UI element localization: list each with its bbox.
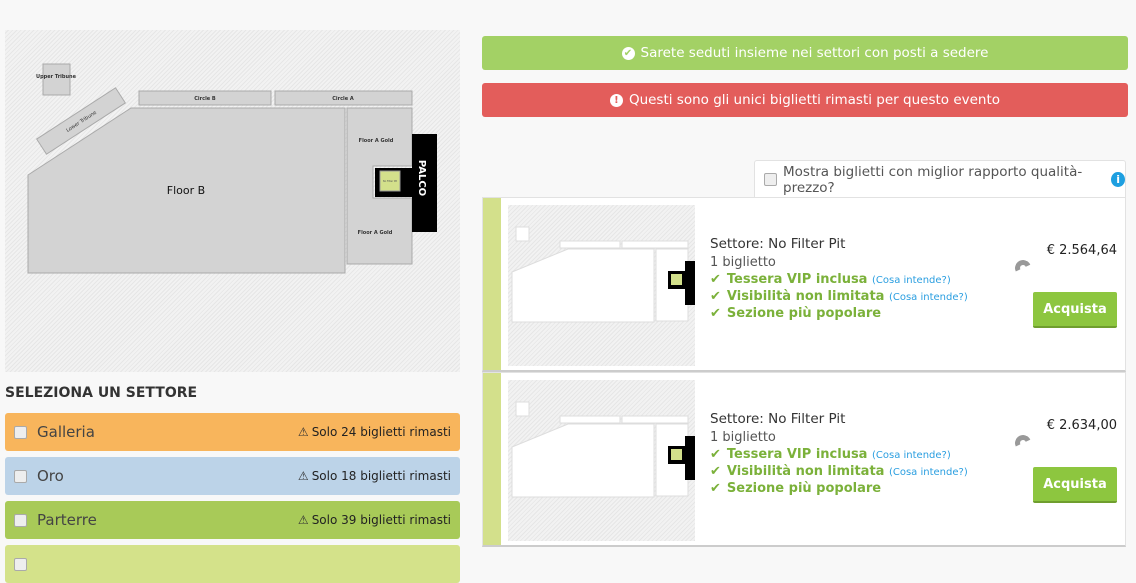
- listing-card: Settore: No Filter Pit 1 biglietto ✔Tess…: [482, 372, 1126, 547]
- what-does-it-mean-link[interactable]: (Cosa intende?): [888, 292, 968, 303]
- section-upper-tribune[interactable]: Upper Tribune: [36, 63, 77, 96]
- checkbox[interactable]: [14, 469, 27, 483]
- section-lower-tribune[interactable]: Lower Tribune: [35, 87, 127, 155]
- check-icon: ✔: [710, 481, 721, 496]
- sector-oro[interactable]: Oro⚠Solo 18 biglietti rimasti: [5, 457, 460, 495]
- svg-text:Floor A Gold: Floor A Gold: [359, 138, 394, 144]
- warning-icon: ⚠: [297, 513, 309, 527]
- what-does-it-mean-link[interactable]: (Cosa intende?): [872, 275, 951, 286]
- svg-text:Circle B: Circle B: [194, 96, 216, 102]
- listing-card: Settore: No Filter Pit 1 biglietto ✔Tess…: [482, 197, 1126, 372]
- warning-icon: ⚠: [297, 425, 309, 439]
- listing-price: € 2.634,00: [1046, 418, 1117, 433]
- venue-map: Upper Tribune Lower Tribune Circle B Cir…: [5, 30, 460, 372]
- sector-parterre[interactable]: Parterre⚠Solo 39 biglietti rimasti: [5, 501, 460, 539]
- loading-spinner-icon: [1012, 432, 1034, 454]
- sector-galleria[interactable]: Galleria⚠Solo 24 biglietti rimasti: [5, 413, 460, 451]
- feature-vip: ✔Tessera VIP inclusa (Cosa intende?): [710, 447, 951, 462]
- sector-heading: SELEZIONA UN SETTORE: [5, 385, 198, 401]
- sector-color-stripe: [483, 198, 501, 370]
- svg-text:Floor B: Floor B: [167, 184, 205, 197]
- info-icon[interactable]: i: [1111, 172, 1125, 187]
- check-circle-icon: ✔: [621, 46, 635, 60]
- buy-button[interactable]: Acquista: [1033, 292, 1117, 328]
- check-icon: ✔: [710, 306, 721, 321]
- seated-together-banner: ✔Sarete seduti insieme nei settori con p…: [482, 36, 1128, 70]
- exclamation-circle-icon: !: [609, 93, 623, 107]
- svg-text:No Filter Pit: No Filter Pit: [383, 179, 397, 183]
- listing-sector: Settore: No Filter Pit: [710, 236, 846, 252]
- listing-price: € 2.564,64: [1046, 243, 1117, 258]
- best-value-checkbox[interactable]: [764, 173, 777, 186]
- listing-sector: Settore: No Filter Pit: [710, 411, 846, 427]
- check-icon: ✔: [710, 447, 721, 462]
- buy-button[interactable]: Acquista: [1033, 467, 1117, 503]
- svg-text:Floor A Gold: Floor A Gold: [358, 230, 393, 236]
- feature-visibility: ✔Visibilità non limitata (Cosa intende?): [710, 289, 968, 304]
- sector-color-stripe: [483, 373, 501, 545]
- feature-vip: ✔Tessera VIP inclusa (Cosa intende?): [710, 272, 951, 287]
- check-icon: ✔: [710, 289, 721, 304]
- section-floor-b[interactable]: Floor B: [27, 107, 346, 274]
- section-floor-a-gold[interactable]: Floor A Gold Floor A Gold: [346, 107, 413, 265]
- section-circle-a[interactable]: Circle A: [274, 90, 413, 106]
- feature-visibility: ✔Visibilità non limitata (Cosa intende?): [710, 464, 968, 479]
- checkbox[interactable]: [14, 425, 27, 439]
- listing-map-thumbnail: [508, 380, 695, 541]
- checkbox[interactable]: [14, 557, 27, 571]
- feature-popular: ✔Sezione più popolare: [710, 481, 882, 496]
- checkbox[interactable]: [14, 513, 27, 527]
- listing-quantity: 1 biglietto: [710, 430, 776, 445]
- what-does-it-mean-link[interactable]: (Cosa intende?): [888, 467, 968, 478]
- svg-text:PALCO: PALCO: [416, 160, 427, 196]
- what-does-it-mean-link[interactable]: (Cosa intende?): [872, 450, 951, 461]
- sector-item-4[interactable]: [5, 545, 460, 583]
- last-tickets-banner: !Questi sono gli unici biglietti rimasti…: [482, 83, 1128, 117]
- listing-map-thumbnail: [508, 205, 695, 366]
- svg-text:Upper Tribune: Upper Tribune: [36, 74, 77, 80]
- warning-icon: ⚠: [297, 469, 309, 483]
- check-icon: ✔: [710, 464, 721, 479]
- section-circle-b[interactable]: Circle B: [138, 90, 272, 106]
- section-no-filter-pit[interactable]: No Filter Pit: [379, 170, 401, 192]
- feature-popular: ✔Sezione più popolare: [710, 306, 882, 321]
- listing-quantity: 1 biglietto: [710, 255, 776, 270]
- check-icon: ✔: [710, 272, 721, 287]
- loading-spinner-icon: [1012, 257, 1034, 279]
- svg-text:Circle A: Circle A: [332, 96, 354, 102]
- best-value-toggle[interactable]: Mostra biglietti con miglior rapporto qu…: [754, 160, 1126, 198]
